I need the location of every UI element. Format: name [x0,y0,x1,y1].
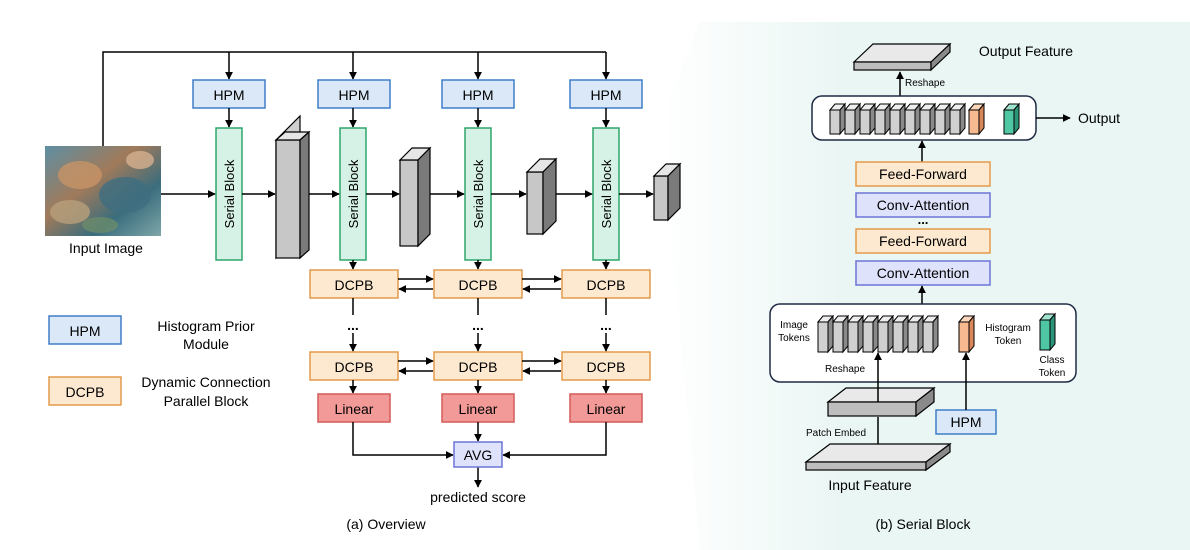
predicted-score-label: predicted score [430,489,526,505]
output-feature-slab [852,42,952,72]
avg-label: AVG [464,447,493,463]
input-class-token [1038,312,1057,352]
output-label: Output [1078,110,1120,126]
hpm-to-serial-arrows [225,108,610,128]
legend-dcpb-desc-line2: Parallel Block [164,393,250,409]
legend-hpm-desc-line2: Module [183,336,229,352]
feature-map-1 [274,114,311,260]
input-feature-label: Input Feature [828,477,911,493]
serial-block-label: Serial Block [222,159,237,228]
serial-block-2: Serial Block [339,127,367,261]
histogram-token-label-line1: Histogram [985,323,1031,334]
output-class-token [1002,102,1021,136]
input-feature-slab [804,442,952,472]
dcpb-label: DCPB [459,359,498,375]
dcpb-label: DCPB [587,277,626,293]
serial-block-label: Serial Block [346,159,361,228]
output-image-tokens [828,102,967,136]
overview-caption: (a) Overview [346,516,426,532]
dcpb-label: DCPB [459,277,498,293]
legend-dcpb-desc-line1: Dynamic Connection [141,374,270,390]
serial-block-caption: (b) Serial Block [876,516,972,532]
dcpb-label: DCPB [335,277,374,293]
feature-map-2 [398,146,432,248]
dcpb-block-2-2: DCPB [433,351,523,381]
ellipsis: ... [600,317,612,333]
avg-block: AVG [453,441,503,468]
feed-forward-block-1: Feed-Forward [855,228,991,254]
conv-attention-block-2: Conv-Attention [855,192,991,218]
dcpb-label: DCPB [587,359,626,375]
dcpb-block-1-2: DCPB [433,269,523,299]
hpm-label: HPM [338,87,369,103]
dcpb-to-linear-arrows [349,380,610,394]
class-token-label-line1: Class [1039,355,1064,366]
serial-block-hpm: HPM [935,409,997,435]
input-image [45,146,161,236]
hpm-label: HPM [950,414,981,430]
linear-block-3: Linear [569,393,643,423]
ellipsis: ... [347,317,359,333]
dcpb-block-2-3: DCPB [561,351,651,381]
dcpb-connections [398,275,562,375]
hpm-block-2: HPM [317,79,391,109]
input-histogram-token [957,314,976,354]
linear-block-2: Linear [441,393,515,423]
legend-dcpb: DCPB Dynamic Connection Parallel Block [48,374,271,409]
ellipsis: ... [472,317,484,333]
linear-label: Linear [587,401,626,417]
output-histogram-token [967,102,986,136]
dcpb-block-1-1: DCPB [309,269,399,299]
reshape-bottom-label: Reshape [825,364,865,375]
serial-block-label: Serial Block [471,159,486,228]
feed-forward-label: Feed-Forward [879,166,967,182]
conv-attention-label: Conv-Attention [877,197,970,213]
linear-label: Linear [335,401,374,417]
output-feature-label: Output Feature [979,43,1073,59]
legend-hpm-key: HPM [69,323,100,339]
hpm-label: HPM [213,87,244,103]
patch-embed-label: Patch Embed [806,428,866,439]
conv-attention-label: Conv-Attention [877,265,970,281]
input-image-tokens [816,314,940,354]
feed-forward-label: Feed-Forward [879,233,967,249]
serial-block-3: Serial Block [464,127,492,261]
image-tokens-label-line1: Image [780,320,808,331]
hpm-label: HPM [462,87,493,103]
legend-hpm: HPM Histogram Prior Module [48,315,255,352]
input-image-label: Input Image [69,240,143,256]
histogram-token-label-line2: Token [995,336,1022,347]
feature-map-3 [525,157,558,236]
linear-label: Linear [459,401,498,417]
class-token-label-line2: Token [1039,368,1066,379]
linear-block-1: Linear [317,393,391,423]
reshape-top-label: Reshape [905,78,945,89]
legend-dcpb-key: DCPB [66,384,105,400]
serial-block-1: Serial Block [215,127,243,261]
feed-forward-block-2: Feed-Forward [855,161,991,187]
serial-block-label: Serial Block [599,159,614,228]
dcpb-block-1-3: DCPB [561,269,651,299]
image-tokens-label-line2: Tokens [778,333,810,344]
hpm-block-4: HPM [569,79,643,109]
dcpb-vertical-arrows [349,298,610,352]
linear-to-avg-arrows [352,422,607,488]
patch-embed-feature-slab [826,386,936,418]
legend-hpm-desc-line1: Histogram Prior [157,318,255,334]
input-skip-connection [102,51,610,146]
serial-block-4: Serial Block [592,127,620,261]
dcpb-block-2-1: DCPB [309,351,399,381]
serial-to-dcpb-arrows [349,260,610,270]
hpm-label: HPM [590,87,621,103]
hpm-block-3: HPM [441,79,515,109]
conv-attention-block-1: Conv-Attention [855,260,991,286]
hpm-block-1: HPM [192,79,266,109]
dcpb-label: DCPB [335,359,374,375]
feature-map-4 [652,162,682,222]
stack-ellipsis: ... [918,212,929,227]
